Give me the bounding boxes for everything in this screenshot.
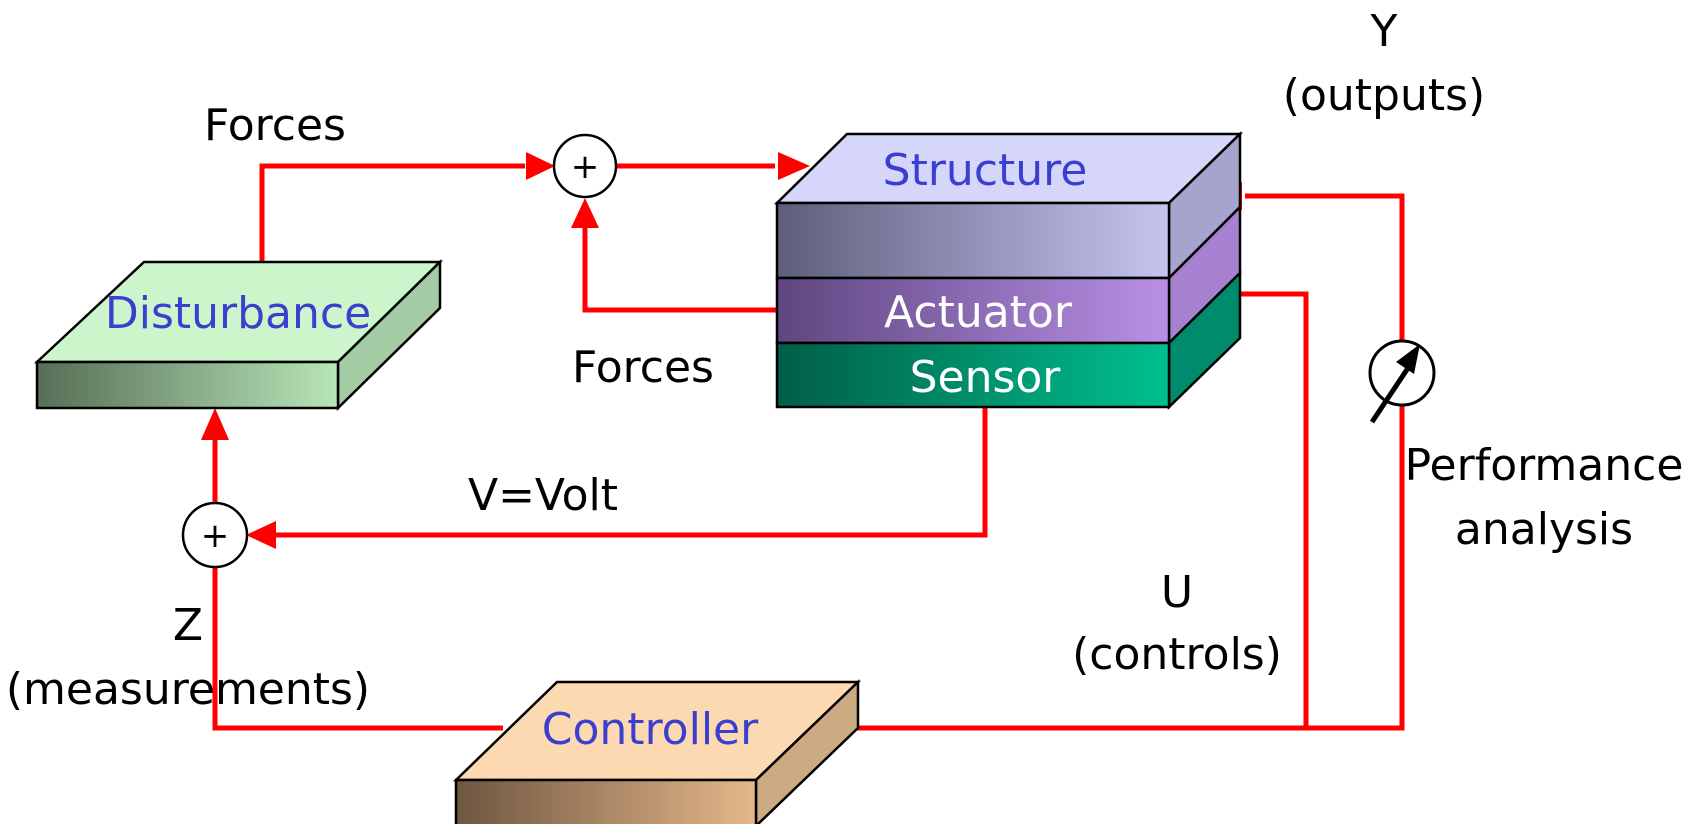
arrowhead-to-disturbance xyxy=(201,408,229,440)
meter-needle-arrowhead xyxy=(1396,344,1420,374)
summing-junction-bottom: + xyxy=(181,501,249,569)
label-z-sub: (measurements) xyxy=(6,664,370,715)
wire-controller-measurement xyxy=(212,567,503,731)
structure-label: Structure xyxy=(883,145,1088,196)
wire-controls-to-actuator xyxy=(1210,291,1309,728)
disturbance-label: Disturbance xyxy=(105,288,371,339)
meter-needle xyxy=(1369,360,1415,424)
arrowhead-forces-to-sum xyxy=(526,152,555,180)
actuator-label: Actuator xyxy=(884,287,1073,338)
sensor-front-face xyxy=(775,341,1171,409)
actuator-front-face xyxy=(775,276,1171,345)
wire-disturbance-forces xyxy=(259,163,525,262)
summing-junction-bottom-symbol: + xyxy=(201,516,230,556)
label-forces-mid: Forces xyxy=(572,342,714,393)
label-u: U xyxy=(1161,567,1193,618)
arrowhead-sum-to-structure xyxy=(778,152,810,180)
performance-meter-icon xyxy=(1368,339,1436,424)
arrowhead-actuator-to-sum xyxy=(571,198,599,228)
wire-actuator-forces xyxy=(582,226,777,313)
label-performance-line2: analysis xyxy=(1455,504,1633,555)
summing-junction-top-circle xyxy=(552,133,618,199)
label-z: Z xyxy=(173,600,203,651)
wire-sensor-voltage xyxy=(275,407,988,538)
sensor-label: Sensor xyxy=(910,352,1062,403)
arrowhead-voltage-to-sum xyxy=(246,521,276,549)
disturbance-front-face xyxy=(35,360,340,410)
controller-label: Controller xyxy=(542,704,759,755)
signal-labels: Forces Forces V=Volt Y (outputs) U (cont… xyxy=(6,6,1684,715)
label-u-sub: (controls) xyxy=(1072,629,1282,680)
structure-front-face xyxy=(775,201,1171,280)
label-y: Y xyxy=(1370,6,1398,57)
controller-front-face xyxy=(454,778,758,824)
wire-controller-out xyxy=(855,193,1405,731)
label-y-sub: (outputs) xyxy=(1283,70,1485,121)
summing-junction-top-symbol: + xyxy=(571,147,600,187)
controller-block: Controller xyxy=(452,679,862,824)
summing-junction-top: + xyxy=(552,133,618,199)
label-forces-top: Forces xyxy=(204,100,346,151)
label-performance-line1: Performance xyxy=(1405,440,1684,491)
summing-junction-bottom-circle xyxy=(181,501,249,569)
label-voltage: V=Volt xyxy=(468,470,618,521)
structure-stack: Structure Actuator Sensor xyxy=(773,131,1244,410)
disturbance-block: Disturbance xyxy=(33,259,444,411)
